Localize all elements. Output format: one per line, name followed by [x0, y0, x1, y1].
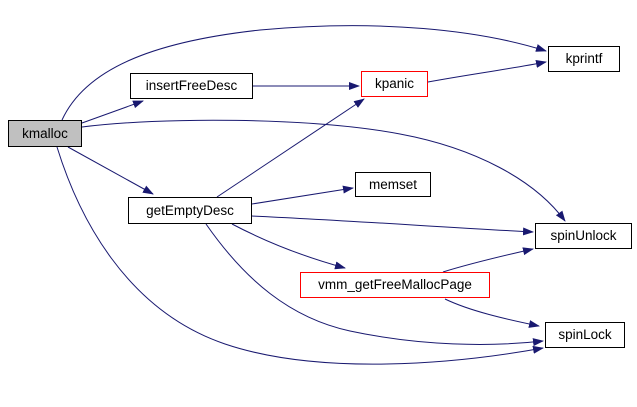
- edge-kmalloc-getEmptyDesc: [67, 146, 154, 195]
- node-insertFreeDesc[interactable]: insertFreeDesc: [130, 73, 253, 99]
- edge-getEmptyDesc-memset: [251, 185, 354, 205]
- node-memset[interactable]: memset: [355, 172, 431, 197]
- node-kpanic[interactable]: kpanic: [361, 71, 428, 97]
- edge-vmm_getFreeMallocPage-spinLock: [444, 298, 540, 328]
- edge-getEmptyDesc-spinUnlock: [251, 215, 534, 236]
- edge-kpanic-kprintf: [427, 59, 547, 83]
- edge-kmalloc-kprintf: [61, 25, 547, 121]
- edge-kmalloc-insertFreeDesc: [81, 100, 144, 124]
- edge-getEmptyDesc-vmm_getFreeMallocPage: [231, 223, 346, 270]
- node-vmm_getFreeMallocPage[interactable]: vmm_getFreeMallocPage: [300, 272, 490, 298]
- node-spinUnlock[interactable]: spinUnlock: [535, 223, 632, 249]
- node-spinLock[interactable]: spinLock: [545, 322, 625, 348]
- edge-vmm_getFreeMallocPage-spinUnlock: [442, 247, 534, 273]
- edge-kmalloc-spinLock: [56, 146, 544, 365]
- edge-getEmptyDesc-kpanic: [216, 98, 365, 198]
- edge-kmalloc-spinUnlock: [81, 119, 566, 222]
- node-kprintf[interactable]: kprintf: [548, 46, 620, 72]
- node-kmalloc: kmalloc: [8, 120, 82, 147]
- edge-getEmptyDesc-spinLock: [205, 223, 544, 347]
- node-getEmptyDesc[interactable]: getEmptyDesc: [128, 197, 252, 224]
